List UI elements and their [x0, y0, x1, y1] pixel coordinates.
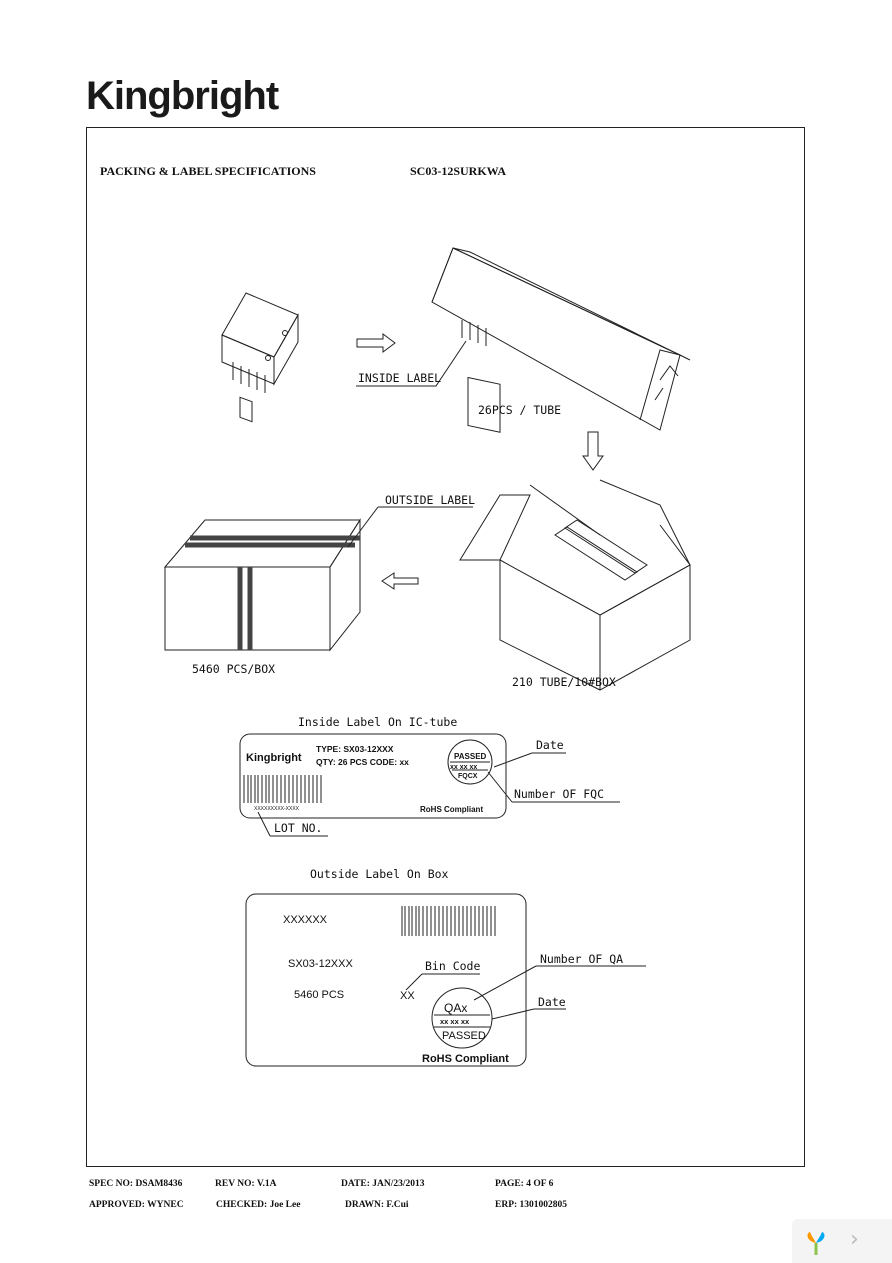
qa-stamp-top: QAx [444, 1001, 467, 1015]
box-label-card [245, 893, 527, 1067]
tube-lot-code: XXXXXXXXX-XXXX [254, 806, 300, 812]
qa-stamp-mid: xx xx xx [440, 1017, 470, 1026]
box-date-text: Date [538, 995, 566, 1009]
box-qty-text: 5460 PCS/BOX [192, 662, 275, 676]
tube-label-qty: QTY: 26 PCS CODE: xx [316, 757, 409, 767]
arrow-right-icon [356, 333, 396, 353]
outside-label-text: OUTSIDE LABEL [385, 493, 475, 507]
kingbright-logo: Kingbright [86, 74, 279, 118]
tube-label-type: TYPE: SX03-12XXX [316, 744, 394, 754]
tube-lot-text: LOT NO. [274, 821, 322, 835]
part-number: SC03-12SURKWA [410, 164, 507, 178]
box-label-caption: Outside Label On Box [310, 867, 449, 881]
qa-stamp [431, 987, 493, 1049]
content-frame [86, 127, 805, 1167]
closed-box [163, 518, 361, 652]
ic-tube [431, 247, 691, 433]
page-title: PACKING & LABEL SPECIFICATIONS [100, 164, 316, 178]
bin-code-text: Bin Code [425, 959, 480, 973]
next-page-icon[interactable]: › [850, 1227, 859, 1252]
tube-fqc-text: Number OF FQC [514, 787, 604, 801]
inside-label-text: INSIDE LABEL [358, 371, 441, 385]
open-carton [459, 479, 691, 691]
box-label-qty: 5460 PCS [294, 989, 344, 1001]
box-barcode [401, 906, 496, 936]
tube-qty-text: 26PCS / TUBE [478, 403, 561, 417]
box-label-bin: XX [400, 990, 415, 1002]
led-display-part [221, 292, 299, 423]
fqc-stamp-mid: xx xx xx [450, 764, 477, 771]
page-number: PAGE: 4 OF 6 [495, 1179, 554, 1189]
box-label-code: XXXXXX [283, 914, 328, 926]
viewer-nav: › [792, 1219, 892, 1263]
tube-label-caption: Inside Label On IC-tube [298, 715, 457, 729]
viewer-logo-icon[interactable] [802, 1229, 830, 1257]
box-label-type: SX03-12XXX [288, 958, 353, 970]
box-rohs: RoHS Compliant [422, 1053, 509, 1065]
fqc-stamp-bot: FQCX [458, 773, 478, 780]
drawn-by: DRAWN: F.Cui [345, 1200, 409, 1210]
rev-no: REV NO: V.1A [215, 1179, 277, 1189]
erp-no: ERP: 1301002805 [495, 1200, 568, 1210]
arrow-down-icon [582, 431, 604, 471]
arrow-left-icon [381, 572, 419, 590]
tube-label-brand: Kingbright [246, 752, 302, 764]
tube-rohs: RoHS Compliant [420, 805, 483, 814]
tube-date-text: Date [536, 738, 564, 752]
tube-barcode [243, 775, 322, 803]
tube-label-card [239, 733, 507, 819]
doc-date: DATE: JAN/23/2013 [341, 1179, 425, 1189]
fqc-stamp-top: PASSED [454, 752, 487, 761]
spec-no: SPEC NO: DSAM8436 [89, 1179, 183, 1189]
carton-qty-text: 210 TUBE/10#BOX [512, 675, 616, 689]
approved-by: APPROVED: WYNEC [89, 1200, 184, 1210]
qa-stamp-passed: PASSED [442, 1030, 486, 1042]
num-qa-text: Number OF QA [540, 952, 623, 966]
fqc-stamp [447, 739, 493, 785]
checked-by: CHECKED: Joe Lee [216, 1200, 301, 1210]
